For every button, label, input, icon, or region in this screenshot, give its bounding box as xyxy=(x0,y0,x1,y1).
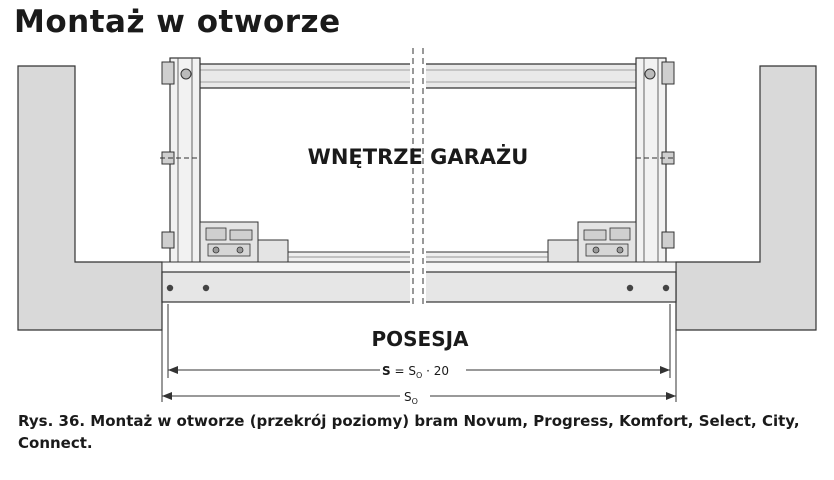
dimension-so-symbol: S xyxy=(404,390,412,404)
left-mechanism xyxy=(199,221,289,263)
figure-caption: Rys. 36. Montaż w otworze (przekrój pozi… xyxy=(18,412,800,452)
dimension-extension-lines xyxy=(161,300,677,402)
right-wall xyxy=(675,65,817,331)
left-vertical-track xyxy=(161,57,201,269)
inside-label: WNĘTRZE GARAŻU xyxy=(308,144,529,169)
break-lines xyxy=(410,48,426,308)
dimension-line-s xyxy=(168,366,670,374)
left-wall xyxy=(17,65,163,331)
dimension-s-sub: O xyxy=(416,371,422,380)
dimension-so-sub: O xyxy=(412,397,418,406)
dimension-so-label: SO xyxy=(404,390,418,406)
dimension-s-symbol: S xyxy=(382,364,391,378)
right-vertical-track xyxy=(635,57,675,269)
page-title: Montaż w otworze xyxy=(14,4,341,40)
dimension-s-rest: · 20 xyxy=(422,364,449,378)
outside-label: POSESJA xyxy=(371,327,469,351)
dimension-s-label: S = SO · 20 xyxy=(382,364,449,380)
dimension-s-equals: = S xyxy=(391,364,416,378)
right-mechanism xyxy=(547,221,637,263)
dimension-line-so xyxy=(162,392,676,400)
